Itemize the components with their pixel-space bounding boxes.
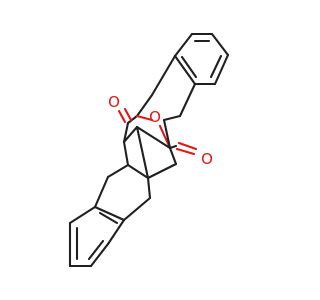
bond xyxy=(150,54,177,97)
ketone-oxygen-left-label: O xyxy=(108,93,120,111)
bond xyxy=(178,82,197,118)
bond xyxy=(68,205,97,225)
bond xyxy=(135,93,154,118)
carbonyl-double-bond xyxy=(123,107,133,122)
bond xyxy=(168,146,178,166)
benzene-ring-lower xyxy=(68,205,126,268)
bond xyxy=(213,53,230,86)
carbonyl-double-bond xyxy=(117,109,127,124)
carbonyl-double-bond xyxy=(175,147,196,156)
ketone-oxygen-right-label: O xyxy=(201,150,213,168)
bond xyxy=(135,125,172,150)
bond xyxy=(122,196,152,222)
ketone-right: O xyxy=(168,141,213,168)
bond xyxy=(89,242,110,268)
bond xyxy=(173,32,194,58)
ketone-left: O xyxy=(108,93,139,144)
bond xyxy=(146,176,152,200)
bond xyxy=(210,32,230,57)
aromatic-double-bond xyxy=(180,55,198,79)
bond xyxy=(146,162,178,180)
upper-methylene-bridges xyxy=(135,54,197,122)
aromatic-double-bond xyxy=(98,211,119,225)
carbonyl-double-bond xyxy=(177,141,198,151)
bond xyxy=(106,218,126,246)
bond xyxy=(135,125,150,180)
bond xyxy=(168,144,178,150)
bridge-oxygen-label: O xyxy=(149,108,161,126)
bond xyxy=(93,205,126,222)
aromatic-double-bond xyxy=(87,239,105,261)
bond xyxy=(93,175,110,209)
central-core xyxy=(122,118,178,180)
aromatic-double-bond xyxy=(209,54,223,79)
bond xyxy=(126,114,139,125)
bond xyxy=(122,140,130,167)
bond xyxy=(126,163,150,180)
bond xyxy=(162,114,182,122)
bond xyxy=(122,125,139,144)
bond xyxy=(106,163,130,179)
bond xyxy=(135,114,154,122)
benzene-ring-upper xyxy=(173,32,230,86)
bond xyxy=(122,121,130,144)
molecule-structure: O O O xyxy=(68,32,230,268)
lower-methylene-bridges xyxy=(93,163,152,222)
bond xyxy=(162,118,172,150)
bond xyxy=(173,54,197,86)
